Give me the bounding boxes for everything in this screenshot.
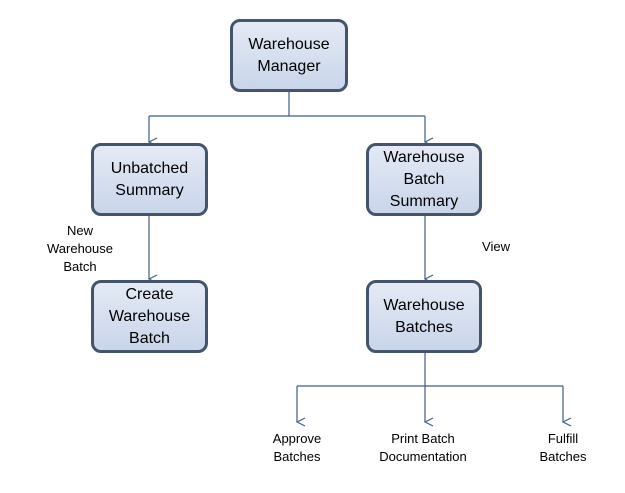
label-print-batch-documentation: Print Batch Documentation bbox=[379, 431, 467, 464]
node-unbatched-summary-label: Unbatched Summary bbox=[110, 159, 189, 199]
node-warehouse-manager: Warehouse Manager bbox=[230, 19, 348, 92]
label-view: View bbox=[482, 239, 510, 254]
label-new-warehouse-batch: New Warehouse Batch bbox=[47, 223, 113, 274]
node-warehouse-batch-summary: Warehouse Batch Summary bbox=[366, 143, 482, 216]
node-unbatched-summary: Unbatched Summary bbox=[91, 143, 208, 216]
node-create-warehouse-batch: Create Warehouse Batch bbox=[91, 280, 208, 353]
node-warehouse-batches: Warehouse Batches bbox=[366, 280, 482, 353]
node-warehouse-manager-label: Warehouse Manager bbox=[248, 35, 330, 75]
label-fulfill-batches: Fulfill Batches bbox=[539, 431, 587, 464]
node-create-warehouse-batch-label: Create Warehouse Batch bbox=[108, 285, 191, 347]
node-warehouse-batch-summary-label: Warehouse Batch Summary bbox=[383, 148, 465, 210]
label-approve-batches: Approve Batches bbox=[272, 431, 322, 464]
node-warehouse-batches-label: Warehouse Batches bbox=[383, 296, 465, 336]
